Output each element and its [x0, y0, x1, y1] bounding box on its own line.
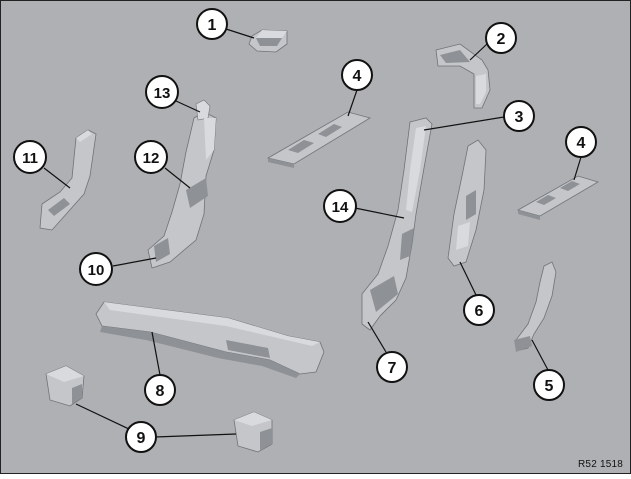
reference-code: R52 1518	[578, 459, 623, 470]
